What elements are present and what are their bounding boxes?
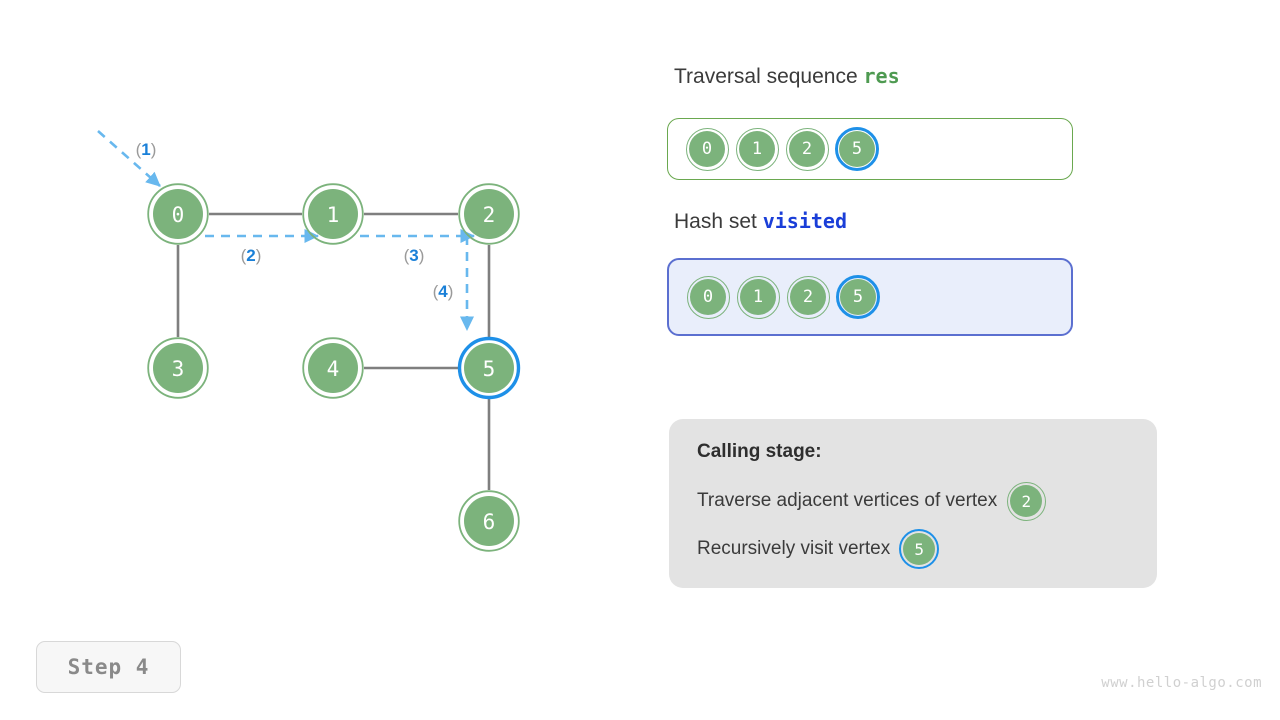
res-caption: Traversal sequence res: [674, 66, 900, 87]
graph-node-5[interactable]: 5: [457, 336, 521, 400]
node-disc: [308, 343, 358, 393]
node-disc: [464, 496, 514, 546]
node-ring: [458, 490, 520, 552]
node-disc: [464, 189, 514, 239]
res-item: 1: [735, 127, 779, 171]
node-disc: [153, 189, 203, 239]
visited-item-ring: [686, 275, 730, 319]
res-item: 5: [835, 127, 879, 171]
res-item: 2: [785, 127, 829, 171]
visited-item-ring: [786, 275, 830, 319]
graph-node-0[interactable]: 0: [147, 183, 209, 245]
calling-stage-vertex-ring: [1006, 481, 1046, 521]
calling-stage-line: Traverse adjacent vertices of vertex 2: [697, 481, 1131, 521]
node-ring: [302, 183, 364, 245]
calling-stage-line: Recursively visit vertex 5: [697, 529, 1131, 569]
node-ring: [147, 337, 209, 399]
res-item: 0: [685, 127, 729, 171]
calling-stage-vertex-ring: [899, 529, 940, 569]
traversal-step-label-3: (3): [404, 246, 425, 265]
calling-stage-title: Calling stage:: [697, 441, 822, 462]
res-item-ring: [685, 127, 729, 171]
visited-item-ring: [736, 275, 780, 319]
traversal-step-label-2: (2): [241, 246, 262, 265]
graph-node-3[interactable]: 3: [147, 337, 209, 399]
calling-stage-vertex-badge: 5: [899, 529, 940, 569]
node-ring: [458, 183, 520, 245]
node-disc: [308, 189, 358, 239]
node-disc: [153, 343, 203, 393]
node-disc: [464, 343, 514, 393]
node-label: 4: [327, 357, 340, 381]
calling-stage-line-text: Traverse adjacent vertices of vertex: [697, 490, 998, 511]
node-label: 2: [483, 203, 496, 227]
visited-caption-code: visited: [762, 209, 848, 233]
graph-node-6[interactable]: 6: [458, 490, 520, 552]
res-caption-code: res: [863, 64, 900, 88]
graph-node-1[interactable]: 1: [302, 183, 364, 245]
node-ring: [457, 336, 521, 400]
visited-item: 2: [786, 275, 830, 319]
traversal-arrows: [97, 130, 476, 332]
visited-item: 1: [736, 275, 780, 319]
graph-svg: 0 1 2 3 4 5 6 (1) (2) (3) (4): [97, 130, 521, 552]
watermark: www.hello-algo.com: [1101, 675, 1262, 691]
step-badge: Step 4: [36, 641, 181, 693]
node-label: 5: [483, 357, 496, 381]
graph-node-2[interactable]: 2: [458, 183, 520, 245]
calling-stage-panel: Calling stage: Traverse adjacent vertice…: [669, 419, 1157, 588]
visited-caption-prefix: Hash set: [674, 210, 757, 233]
res-item-ring: [785, 127, 829, 171]
node-label: 6: [483, 510, 496, 534]
traversal-arrow-1: [97, 130, 161, 187]
traversal-step-label-1: (1): [136, 140, 157, 159]
traversal-step-labels: (1) (2) (3) (4): [136, 140, 454, 301]
node-label: 0: [172, 203, 185, 227]
graph-edges: [176, 212, 491, 490]
graph-node-4[interactable]: 4: [302, 337, 364, 399]
node-label: 3: [172, 357, 185, 381]
visited-item: 5: [836, 275, 880, 319]
node-ring: [147, 183, 209, 245]
graph-nodes: 0 1 2 3 4 5 6: [147, 183, 521, 552]
res-item-ring: [835, 127, 879, 171]
res-caption-prefix: Traversal sequence: [674, 65, 858, 88]
visited-item: 0: [686, 275, 730, 319]
res-item-ring: [735, 127, 779, 171]
calling-stage-vertex-badge: 2: [1006, 481, 1046, 521]
visited-item-ring: [836, 275, 880, 319]
graph-panel: 0 1 2 3 4 5 6 (1) (2) (3) (4): [0, 0, 640, 620]
calling-stage-line-text: Recursively visit vertex: [697, 538, 891, 559]
node-label: 1: [327, 203, 340, 227]
traversal-step-label-4: (4): [433, 282, 454, 301]
node-ring: [302, 337, 364, 399]
visited-caption: Hash set visited: [674, 211, 847, 232]
